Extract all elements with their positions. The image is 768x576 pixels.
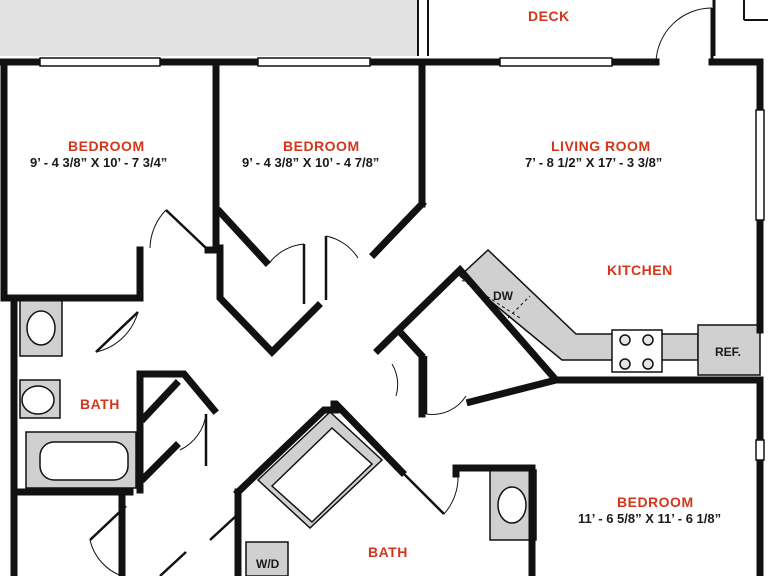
bath-2-label: BATH bbox=[368, 544, 408, 560]
deck-label: DECK bbox=[528, 8, 570, 24]
living-room-dims: 7’ - 8 1/2” X 17’ - 3 3/8” bbox=[525, 155, 663, 170]
bedroom-2-dims: 9’ - 4 3/8” X 10’ - 4 7/8” bbox=[242, 155, 380, 170]
deck bbox=[417, 0, 768, 56]
bedroom-3-label: BEDROOM bbox=[617, 494, 694, 510]
living-room-label: LIVING ROOM bbox=[551, 138, 651, 154]
stove bbox=[611, 329, 663, 373]
dishwasher-label: DW bbox=[493, 289, 513, 303]
bedroom-2-label: BEDROOM bbox=[283, 138, 360, 154]
bedroom-1-label: BEDROOM bbox=[68, 138, 145, 154]
bedroom-1-dims: 9’ - 4 3/8” X 10’ - 7 3/4” bbox=[30, 155, 168, 170]
washer-dryer-label: W/D bbox=[256, 557, 280, 571]
misc-marks bbox=[461, 279, 531, 319]
windows bbox=[39, 57, 765, 461]
bedroom-3-dims: 11’ - 6 5/8” X 11’ - 6 1/8” bbox=[578, 511, 722, 526]
fixture-details bbox=[21, 310, 654, 524]
refrigerator-label: REF. bbox=[715, 345, 742, 359]
doors bbox=[89, 7, 714, 576]
exterior-area bbox=[0, 0, 418, 56]
refrigerator bbox=[697, 324, 761, 376]
walls bbox=[0, 58, 764, 576]
washer-dryer bbox=[245, 541, 289, 576]
kitchen-label: KITCHEN bbox=[607, 262, 673, 278]
bath-1-label: BATH bbox=[80, 396, 120, 412]
